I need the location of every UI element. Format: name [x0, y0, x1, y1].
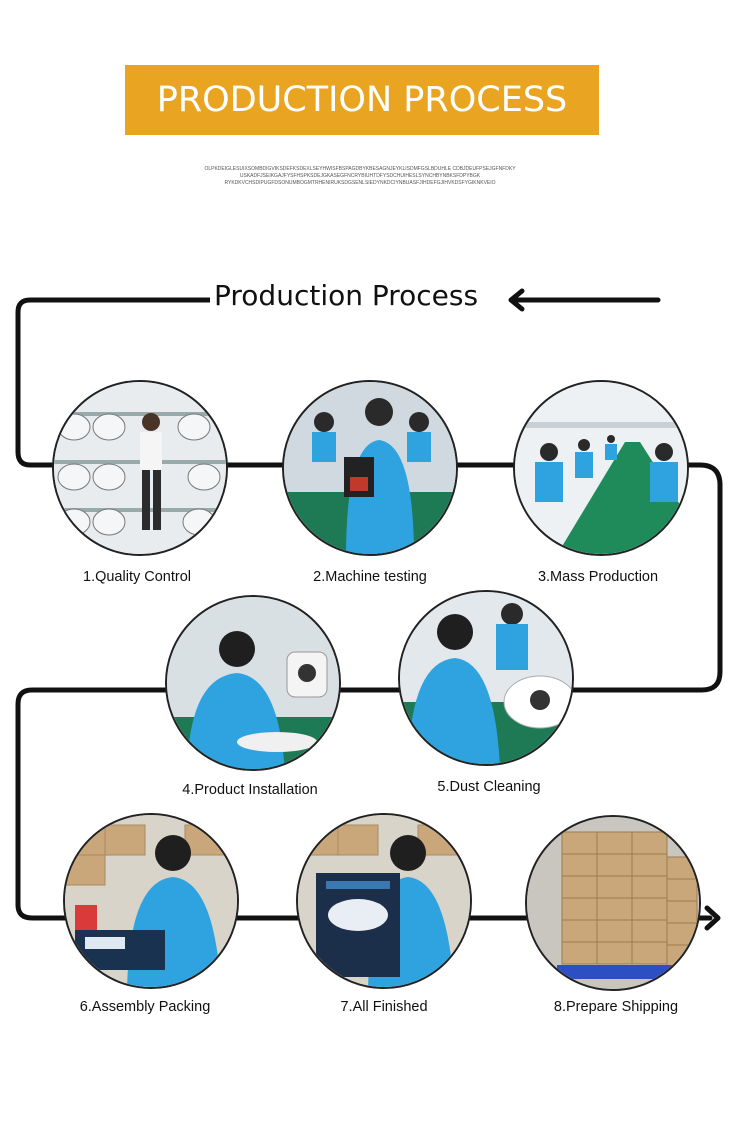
step-caption-product-installation: 4.Product Installation	[182, 782, 318, 798]
title-banner: PRODUCTION PROCESS	[125, 65, 599, 135]
flow-line-left-top	[15, 297, 723, 921]
step-caption-prepare-shipping: 8.Prepare Shipping	[553, 999, 679, 1015]
fine-print-line: OLPKDEIGLESUIXSOMBDIGVIKSDEFKSDEXLSEYHWI…	[204, 166, 516, 172]
step-photo-all-finished	[296, 813, 472, 989]
step-photo-dust-cleaning	[398, 590, 574, 766]
step-caption-machine-testing: 2.Machine testing	[313, 569, 427, 585]
step-caption-all-finished: 7.All Finished	[340, 999, 428, 1015]
step-photo-product-installation	[165, 595, 341, 771]
arrow-left-icon	[508, 288, 525, 312]
step-caption-quality-control: 1.Quality Control	[83, 569, 191, 585]
step-photo-prepare-shipping	[525, 815, 701, 991]
step-caption-assembly-packing: 6.Assembly Packing	[79, 999, 211, 1015]
arrow-right-icon	[704, 905, 721, 931]
step-photo-quality-control	[52, 380, 228, 556]
fine-print-line: RYKDKVCHSDIPUGFDSONUMBOGMTRHENIRUKSDGSEN…	[224, 180, 496, 186]
step-photo-machine-testing	[282, 380, 458, 556]
step-photo-mass-production	[513, 380, 689, 556]
step-photo-assembly-packing	[63, 813, 239, 989]
banner-title: PRODUCTION PROCESS	[156, 80, 568, 120]
flow-title: Production Process	[210, 278, 483, 314]
step-caption-mass-production: 3.Mass Production	[537, 569, 659, 585]
step-caption-dust-cleaning: 5.Dust Cleaning	[437, 779, 541, 795]
fine-print-line: USKADFJSEIKGAJFYSFHSPKSDEJGKASEGFNCRYBIU…	[239, 173, 481, 179]
